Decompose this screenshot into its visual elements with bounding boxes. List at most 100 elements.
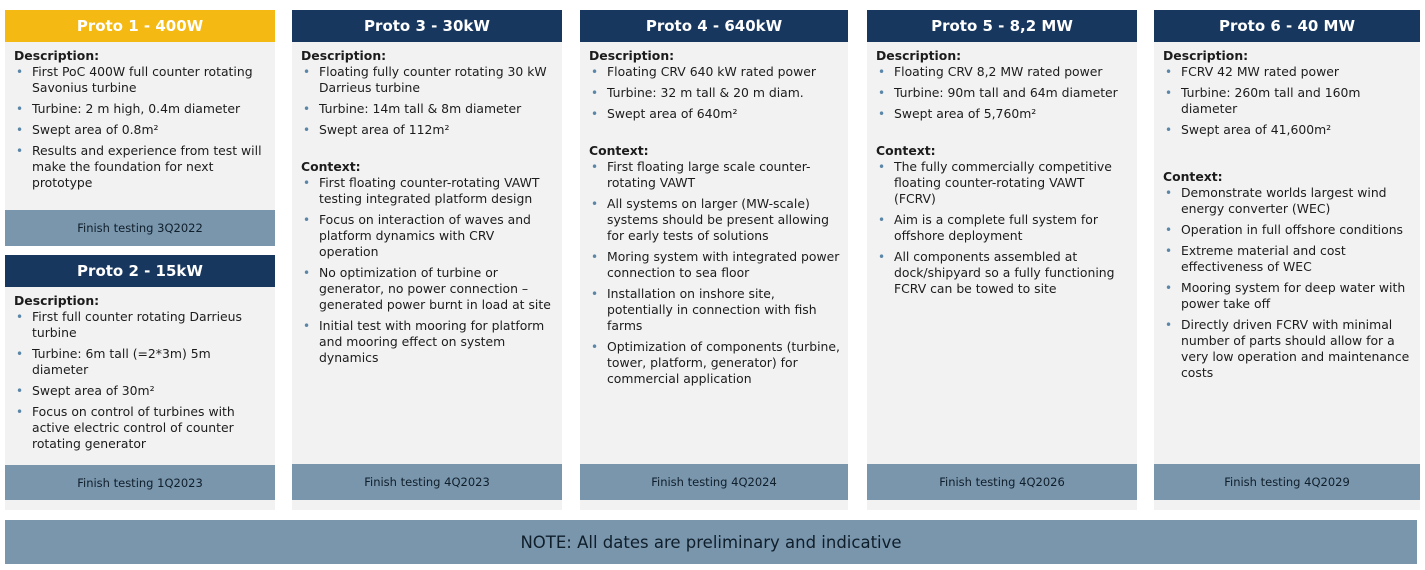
proto-6-description-list: •FCRV 42 MW rated power•Turbine: 260m ta… <box>1163 64 1412 138</box>
bullet-text: Swept area of 0.8m² <box>32 122 159 137</box>
bullet-item: •FCRV 42 MW rated power <box>1163 64 1412 80</box>
bullet-dot-icon: • <box>878 250 886 264</box>
bullet-dot-icon: • <box>878 107 886 121</box>
proto-5-finish-date: Finish testing 4Q2026 <box>867 464 1137 500</box>
bullet-item: • Swept area of 30m² <box>14 383 267 399</box>
proto-3-context-heading: Context: <box>301 159 361 174</box>
bullet-text: Swept area of 41,600m² <box>1181 122 1332 137</box>
bullet-dot-icon: • <box>878 86 886 100</box>
bullet-text: Turbine: 32 m tall & 20 m diam. <box>607 85 804 100</box>
proto-5-title: Proto 5 - 8,2 MW <box>867 10 1137 42</box>
bullet-dot-icon: • <box>1165 123 1173 137</box>
bullet-text: Swept area of 640m² <box>607 106 738 121</box>
proto-5-card: Proto 5 - 8,2 MW Description: •Floating … <box>867 10 1137 510</box>
bullet-text: Swept area of 30m² <box>32 383 155 398</box>
bullet-text: Turbine: 14m tall & 8m diameter <box>319 101 522 116</box>
bullet-item: • Turbine: 14m tall & 8m diameter <box>301 101 554 117</box>
bullet-item: •Focus on interaction of waves and platf… <box>301 212 554 260</box>
bullet-item: • Floating CRV 640 kW rated power <box>589 64 840 80</box>
bullet-item: • Moring system with integrated power con… <box>589 249 840 281</box>
bullet-item: •Turbine: 6m tall (=2*3m) 5m diameter <box>14 346 267 378</box>
proto-5-description-heading: Description: <box>876 48 962 63</box>
bullet-item: •Directly driven FCRV with minimal numbe… <box>1163 317 1412 381</box>
bullet-item: •Operation in full offshore conditions <box>1163 222 1412 238</box>
bullet-text: Mooring system for deep water with power… <box>1181 280 1406 311</box>
proto-2-finish-date: Finish testing 1Q2023 <box>5 465 275 500</box>
bullet-text: Directly driven FCRV with minimal number… <box>1181 317 1410 380</box>
bullet-text: First floating counter-rotating VAWT tes… <box>319 175 540 206</box>
bullet-item: •First floating large scale counter-rota… <box>589 159 840 191</box>
bullet-item: •First floating counter-rotating VAWT te… <box>301 175 554 207</box>
bullet-item: • All components assembled at dock/shipya… <box>876 249 1129 297</box>
bullet-dot-icon: • <box>878 213 886 227</box>
bullet-dot-icon: • <box>303 213 311 227</box>
proto-4-context-list: • First floating large scale counter-rota… <box>589 159 840 387</box>
proto-1-finish-date: Finish testing 3Q2022 <box>5 210 275 246</box>
proto-4-description-list: • Floating CRV 640 kW rated power • Turbine… <box>589 64 840 122</box>
bullet-dot-icon: • <box>303 102 311 116</box>
bullet-dot-icon: • <box>16 384 24 398</box>
bullet-dot-icon: • <box>878 65 886 79</box>
proto-6-finish-date: Finish testing 4Q2029 <box>1154 464 1420 500</box>
bullet-item: • Swept area of 41,600m² <box>1163 122 1412 138</box>
bullet-text: Moring system with integrated power conn… <box>607 249 840 280</box>
bullet-dot-icon: • <box>303 123 311 137</box>
bullet-dot-icon: • <box>1165 186 1173 200</box>
proto-4-card: Proto 4 - 640kW Description: • Floating C… <box>580 10 848 510</box>
bullet-text: Demonstrate worlds largest wind energy c… <box>1181 185 1387 216</box>
proto-1-description-list: • First PoC 400W full counter rotating Sa… <box>14 64 267 191</box>
bullet-item: • Swept area of 0.8m² <box>14 122 267 138</box>
proto-6-description-heading: Description: <box>1163 48 1249 63</box>
proto-5-description-list: •Floating CRV 8,2 MW rated power•Turbine… <box>876 64 1129 122</box>
proto-5-context-list: •The fully commercially competitive floa… <box>876 159 1129 297</box>
bullet-dot-icon: • <box>591 287 599 301</box>
bullet-text: Floating CRV 640 kW rated power <box>607 64 816 79</box>
proto-4-description-heading: Description: <box>589 48 675 63</box>
proto-2-description-heading: Description: <box>14 293 100 308</box>
bullet-item: •All systems on larger (MW-scale) system… <box>589 196 840 244</box>
bullet-text: Operation in full offshore conditions <box>1181 222 1404 237</box>
bullet-item: •Floating CRV 8,2 MW rated power <box>876 64 1129 80</box>
bullet-text: Aim is a complete full system for offsho… <box>894 212 1098 243</box>
bullet-text: All components assembled at dock/shipyar… <box>894 249 1115 296</box>
proto-2-description-list: •First full counter rotating Darrieus tu… <box>14 309 267 452</box>
bullet-item: •Swept area of 5,760m² <box>876 106 1129 122</box>
proto-6-context-heading: Context: <box>1163 169 1223 184</box>
proto-6-title: Proto 6 - 40 MW <box>1154 10 1420 42</box>
dates-note-banner: NOTE: All dates are preliminary and indi… <box>5 520 1417 564</box>
bullet-dot-icon: • <box>303 319 311 333</box>
bullet-dot-icon: • <box>16 405 24 419</box>
bullet-dot-icon: • <box>16 123 24 137</box>
bullet-dot-icon: • <box>591 250 599 264</box>
bullet-item: • Optimization of components (turbine, to… <box>589 339 840 387</box>
proto-1-title: Proto 1 - 400W <box>5 10 275 42</box>
proto-6-card: Proto 6 - 40 MW Description: •FCRV 42 MW… <box>1154 10 1420 510</box>
bullet-item: •No optimization of turbine or generator… <box>301 265 554 313</box>
bullet-dot-icon: • <box>591 197 599 211</box>
bullet-text: FCRV 42 MW rated power <box>1181 64 1339 79</box>
bullet-dot-icon: • <box>1165 281 1173 295</box>
proto-4-finish-date: Finish testing 4Q2024 <box>580 464 848 500</box>
bullet-dot-icon: • <box>591 65 599 79</box>
proto-3-context-list: • First floating counter-rotating VAWT te… <box>301 175 554 366</box>
bullet-dot-icon: • <box>16 65 24 79</box>
bullet-item: •First full counter rotating Darrieus tu… <box>14 309 267 341</box>
bullet-item: •Extreme material and cost effectiveness… <box>1163 243 1412 275</box>
bullet-item: •Results and experience from test will m… <box>14 143 267 191</box>
proto-3-finish-date: Finish testing 4Q2023 <box>292 464 562 500</box>
bullet-text: Turbine: 260m tall and 160m diameter <box>1181 85 1361 116</box>
bullet-text: First PoC 400W full counter rotating Sav… <box>32 64 253 95</box>
bullet-item: • Turbine: 260m tall and 160m diameter <box>1163 85 1412 117</box>
bullet-item: • First PoC 400W full counter rotating Sa… <box>14 64 267 96</box>
bullet-dot-icon: • <box>591 86 599 100</box>
bullet-text: Optimization of components (turbine, tow… <box>607 339 840 386</box>
bullet-text: First floating large scale counter-rotat… <box>607 159 811 190</box>
proto-1-card: Proto 1 - 400W Description: •First PoC 4… <box>5 10 275 246</box>
proto-4-title: Proto 4 - 640kW <box>580 10 848 42</box>
proto-2-card: Proto 2 - 15kW Description: •First full … <box>5 255 275 510</box>
bullet-dot-icon: • <box>16 310 24 324</box>
bullet-dot-icon: • <box>591 340 599 354</box>
bullet-item: • Mooring system for deep water with powe… <box>1163 280 1412 312</box>
bullet-item: • Turbine: 32 m tall & 20 m diam. <box>589 85 840 101</box>
bullet-dot-icon: • <box>1165 86 1173 100</box>
